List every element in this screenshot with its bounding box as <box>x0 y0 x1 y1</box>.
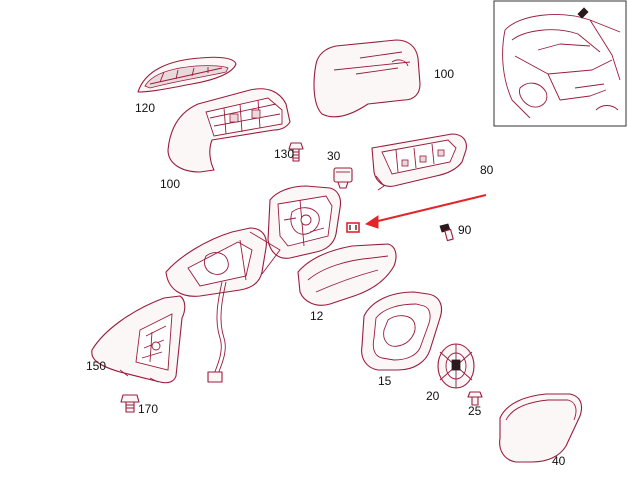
part-25-screw <box>467 391 483 406</box>
callout-150: 150 <box>86 359 106 373</box>
part-100-cap-right <box>313 39 421 118</box>
callout-20: 20 <box>426 389 440 403</box>
inset-mirror-marker-icon <box>577 7 589 19</box>
part-15-glass-frame <box>361 291 443 371</box>
mirror-base-assembly <box>165 227 281 383</box>
callout-15: 15 <box>378 374 392 388</box>
part-120-cover-strip <box>137 56 237 93</box>
callout-80: 80 <box>480 163 494 177</box>
callout-25: 25 <box>468 404 482 418</box>
highlight-indicator <box>346 194 487 233</box>
part-80-signal-housing <box>371 133 467 191</box>
inner-bracket-mark <box>349 225 357 230</box>
callout-120: 120 <box>135 101 155 115</box>
part-130-screw <box>288 142 304 162</box>
callout-30: 30 <box>327 149 341 163</box>
part-40-mirror-glass <box>499 393 583 463</box>
callout-100-right: 100 <box>434 67 454 81</box>
red-pointer-arrow-icon <box>373 194 487 223</box>
part-12-lower-cover <box>297 243 397 306</box>
vehicle-location-inset <box>493 0 627 127</box>
callout-90: 90 <box>458 223 472 237</box>
mirror-motor-bracket <box>267 185 342 259</box>
part-20-adjuster-motor <box>437 343 475 389</box>
red-highlight-box-icon <box>346 222 360 233</box>
callout-130: 130 <box>274 147 294 161</box>
callout-12: 12 <box>310 309 324 323</box>
part-100-housing-left <box>167 88 291 173</box>
part-150-base-trim <box>91 295 186 384</box>
part-170-screw <box>120 394 140 413</box>
callout-40: 40 <box>552 454 566 468</box>
callout-170: 170 <box>138 402 158 416</box>
part-90-screw <box>439 223 454 242</box>
part-30-lamp <box>333 167 353 189</box>
callout-100-left: 100 <box>160 177 180 191</box>
